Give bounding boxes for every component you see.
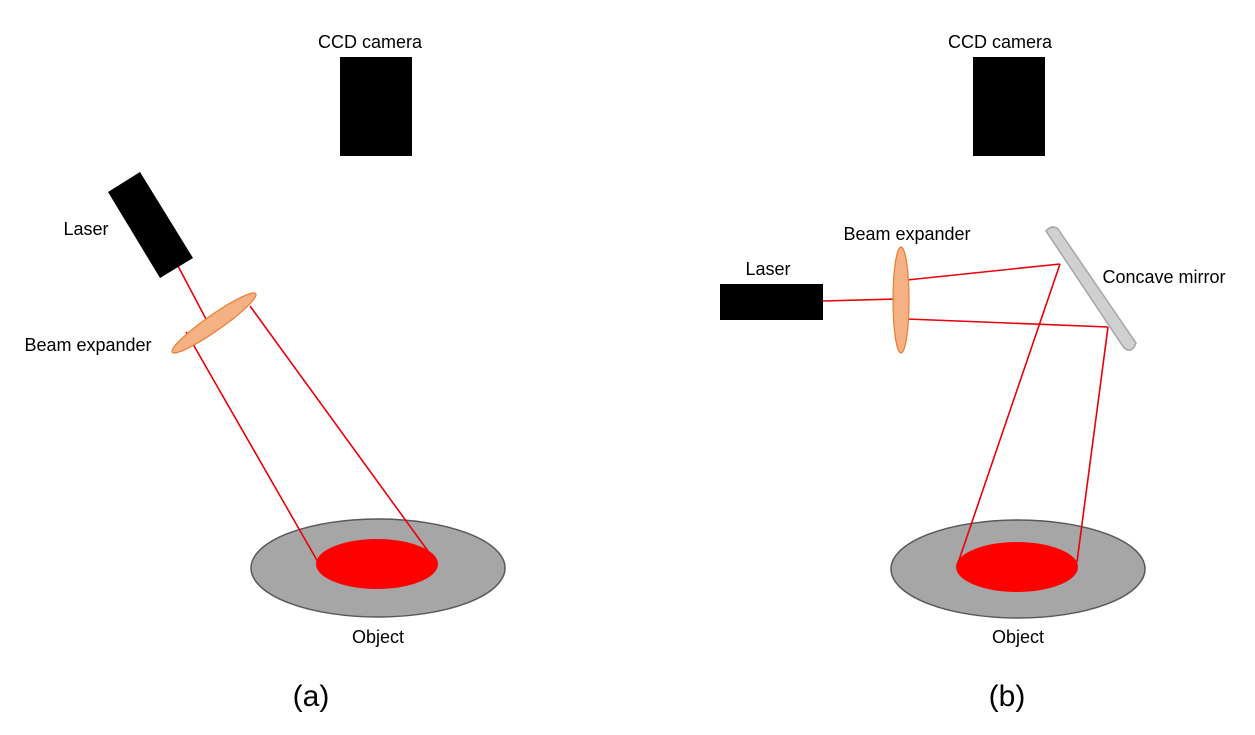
illuminated-spot-a (316, 539, 438, 589)
laser-beam-a (177, 265, 208, 322)
ccd-camera-a (340, 57, 412, 156)
laser-device-b (720, 284, 823, 320)
laser-label-a: Laser (63, 219, 108, 239)
beam-expander-label-a: Beam expander (24, 335, 151, 355)
illuminated-spot-b (956, 542, 1078, 592)
ccd-camera-label-b: CCD camera (948, 32, 1053, 52)
laser-device-a (108, 172, 193, 278)
ccd-camera-label-a: CCD camera (318, 32, 423, 52)
object-label-a: Object (352, 627, 404, 647)
panel-a: CCD camera Laser Beam expander Object (a… (24, 32, 506, 713)
laser-label-b: Laser (745, 259, 790, 279)
reflected-beam-right-b (1076, 326, 1109, 563)
beam-expander-label-b: Beam expander (843, 224, 970, 244)
expanded-beam-bottom-b (906, 318, 1109, 328)
concave-mirror-label-b: Concave mirror (1102, 267, 1225, 287)
caption-a: (a) (293, 680, 330, 713)
ccd-camera-b (973, 57, 1045, 156)
expanded-beam-top-b (906, 263, 1061, 281)
concave-mirror-b (1045, 226, 1137, 351)
expanded-beam-left-a (185, 331, 319, 563)
reflected-beam-left-b (957, 263, 1061, 564)
beam-expander-lens-a (171, 292, 257, 354)
laser-beam-b (822, 298, 896, 302)
expanded-beam-right-a (249, 305, 434, 559)
object-label-b: Object (992, 627, 1044, 647)
caption-b: (b) (989, 680, 1026, 713)
beam-expander-lens-b (892, 246, 910, 354)
panel-b: CCD camera Laser Beam expander Concave m… (720, 32, 1226, 713)
